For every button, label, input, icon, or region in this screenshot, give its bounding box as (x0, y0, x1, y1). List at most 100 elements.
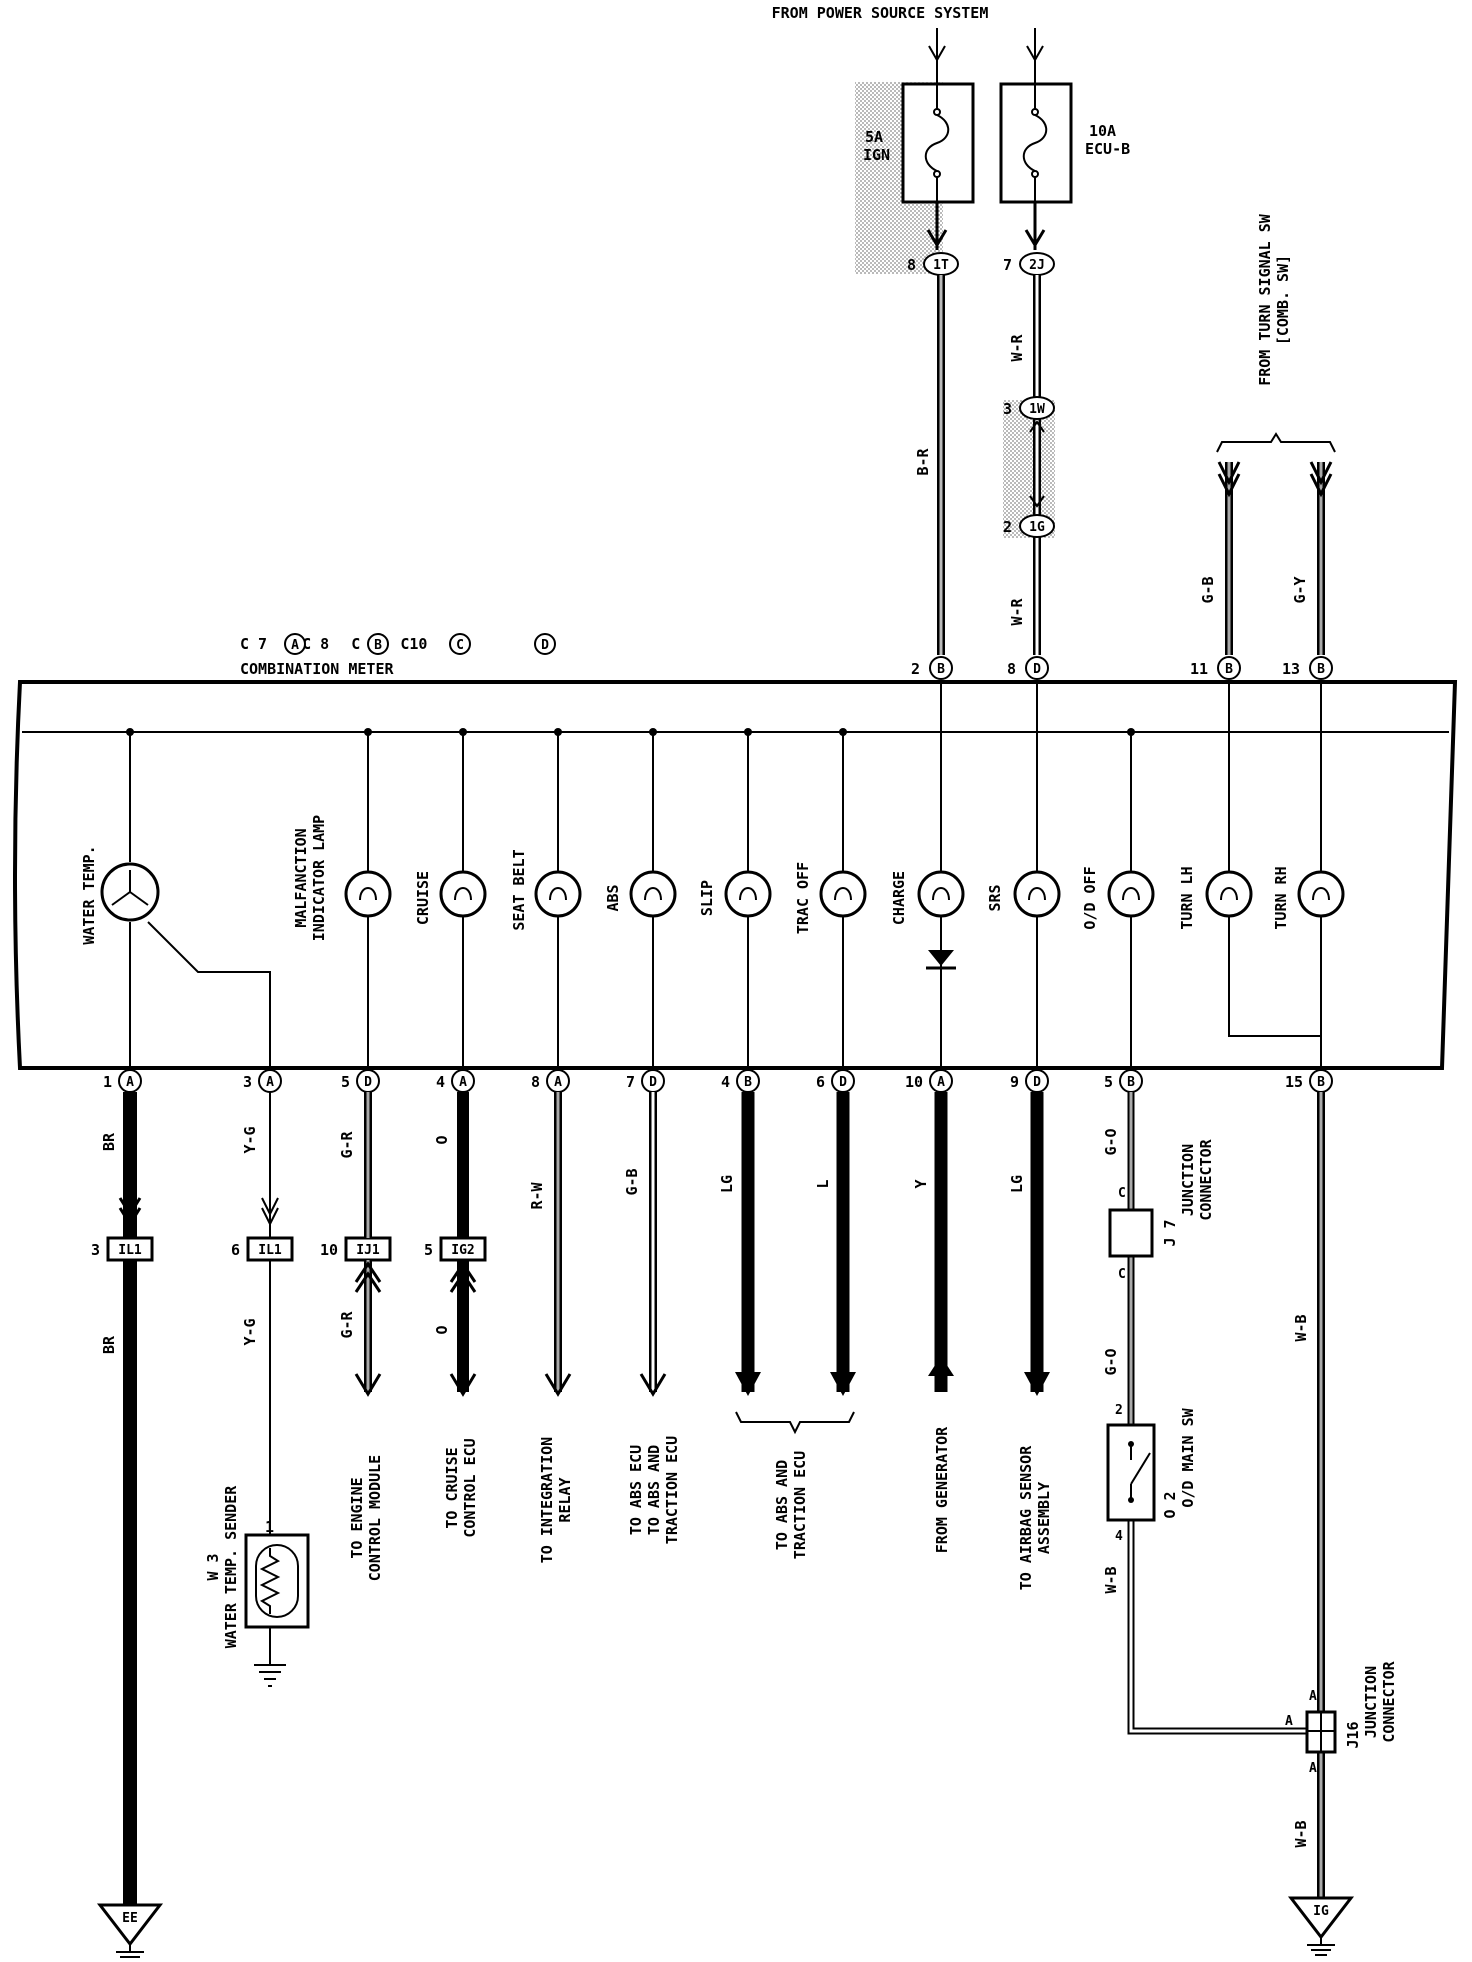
od-sw-pin-bottom: 4 (1115, 1529, 1123, 1544)
bulb-icon (344, 870, 392, 918)
bottom-pin-conn: D (1033, 1075, 1041, 1090)
od-sw-pin-top: 2 (1115, 1403, 1123, 1418)
top-pin-8: 8 (1007, 660, 1016, 678)
wire-br (118, 1092, 142, 1905)
power-source-label: FROM POWER SOURCE SYSTEM (772, 4, 989, 22)
dest-cruise-1: TO CRUISE (443, 1447, 461, 1528)
dest-cruise-2: CONTROL ECU (461, 1438, 479, 1537)
j7-pin-top: C (1118, 1186, 1126, 1201)
wire-g-r (354, 1092, 382, 1397)
bottom-pin-conn: A (459, 1075, 467, 1090)
j16-pin-top: A (1309, 1689, 1317, 1704)
inline-connector-pin: 6 (231, 1241, 240, 1259)
meter-internal-lines (129, 680, 1322, 1068)
wire-label-br-lower: BR (100, 1335, 118, 1354)
od-main-switch (1106, 1423, 1156, 1522)
meter-badge-c: C (456, 638, 464, 653)
wire-label-g-b: G-B (623, 1168, 641, 1195)
bottom-pin-conn: B (1317, 1075, 1325, 1090)
wire-label-br: BR (100, 1132, 118, 1151)
inline-connector-id: IL1 (118, 1243, 142, 1258)
indicator-label-cruise: CRUISE (414, 871, 432, 925)
ground-icon (254, 1664, 286, 1687)
bottom-pin-labels: A 1 A 3 D 5 A 4 A 8 D 7 B 4 D 6 A 10 D 9… (103, 1073, 1325, 1091)
meter-connector-c7: C 7 (240, 635, 267, 653)
inline-connector-pin: 5 (424, 1241, 433, 1259)
top-pin-11: 11 (1190, 660, 1208, 678)
fuse-icon (924, 114, 950, 172)
junction-connector-arrows (1029, 420, 1045, 508)
wire-label-lg-1: LG (718, 1175, 736, 1193)
od-sw-name: O/D MAIN SW (1179, 1407, 1197, 1507)
wire-label-l: L (814, 1179, 832, 1188)
bottom-pin-num: 15 (1285, 1073, 1303, 1091)
dest-airbag-1: TO AIRBAG SENSOR (1017, 1445, 1035, 1590)
shaded-area-junction (1003, 400, 1055, 538)
indicator-label-seat-belt: SEAT BELT (510, 849, 528, 930)
junction-1g-id: 1G (1029, 520, 1045, 535)
wire-label-w-r-upper: W-R (1008, 333, 1026, 361)
dest-airbag-2: ASSEMBLY (1035, 1482, 1053, 1554)
dest-ecm-2: CONTROL MODULE (366, 1455, 384, 1581)
indicator-label-water-temp: WATER TEMP. (80, 845, 98, 944)
bottom-pin-num: 6 (816, 1073, 825, 1091)
sender-name: WATER TEMP. SENDER (222, 1485, 240, 1649)
wire-l (830, 1092, 856, 1396)
indicator-label-malfunction-2: INDICATOR LAMP (310, 815, 328, 941)
bulb-icon (724, 870, 772, 918)
junction-1t-id: 1T (933, 258, 949, 273)
junction-1w-pin: 3 (1003, 400, 1012, 418)
meter-connector-badges (284, 633, 556, 655)
dest-abs-3: TRACTION ECU (663, 1436, 681, 1544)
wire-r-w (544, 1092, 572, 1397)
indicator-label-od-off: O/D OFF (1081, 866, 1099, 929)
wire-g-y-top (1309, 461, 1333, 655)
wire-label-w-b-lower: W-B (1292, 1820, 1310, 1847)
bottom-pin-num: 5 (341, 1073, 350, 1091)
fuse-ign-amps: 5A (865, 128, 883, 146)
inline-connector-pin: 3 (91, 1241, 100, 1259)
j7-pin-bottom: C (1118, 1267, 1126, 1282)
j16-connector (1305, 1710, 1337, 1754)
bulb-icon (1013, 870, 1061, 918)
junction-1g (1019, 514, 1055, 538)
turn-signal-label-2: [COMB. SW] (1274, 255, 1292, 345)
bottom-pin-num: 10 (905, 1073, 923, 1091)
dest-trac-2: TRACTION ECU (791, 1451, 809, 1559)
bulb-icon (917, 870, 965, 918)
abs-trac-brace (735, 1411, 855, 1435)
wire-y (928, 1092, 954, 1392)
bulb-icon (819, 870, 867, 918)
dest-relay-2: RELAY (556, 1477, 574, 1522)
indicator-label-malfunction-1: MALFANCTION (292, 828, 310, 927)
dest-ecm-1: TO ENGINE (348, 1477, 366, 1558)
bottom-pin-conn: D (839, 1075, 847, 1090)
bottom-pin-num: 9 (1010, 1073, 1019, 1091)
wire-label-r-w: R-W (528, 1181, 546, 1209)
bulb-icon (1107, 870, 1155, 918)
meter-connector-c8: C 8 (302, 635, 329, 653)
meter-badge-b: B (374, 638, 382, 653)
bulb-icon (1205, 870, 1253, 918)
bulb-icon (439, 870, 487, 918)
bulb-icon (1297, 870, 1345, 918)
wire-label-w-b: W-B (1292, 1314, 1310, 1341)
ground-icon (116, 1951, 144, 1958)
bottom-pin-conn: B (1127, 1075, 1135, 1090)
inline-connector-pin: 10 (320, 1241, 338, 1259)
wire-label-y: Y (912, 1179, 930, 1188)
j16-name-1: JUNCTION (1362, 1666, 1380, 1738)
j7-name-1: JUNCTION (1179, 1144, 1197, 1216)
bottom-pin-conn: A (266, 1075, 274, 1090)
bottom-pin-num: 1 (103, 1073, 112, 1091)
dest-relay-1: TO INTEGRATION (538, 1437, 556, 1563)
meter-bus-dots (126, 728, 1135, 736)
inline-connector-id: IJ1 (356, 1243, 380, 1258)
fuse-ecu (999, 82, 1073, 204)
wire-label-g-y-top: G-Y (1291, 576, 1309, 603)
indicator-label-abs: ABS (604, 884, 622, 911)
diode-icon (926, 950, 956, 970)
wire-lg-1 (735, 1092, 761, 1396)
junction-1g-pin: 2 (1003, 518, 1012, 536)
